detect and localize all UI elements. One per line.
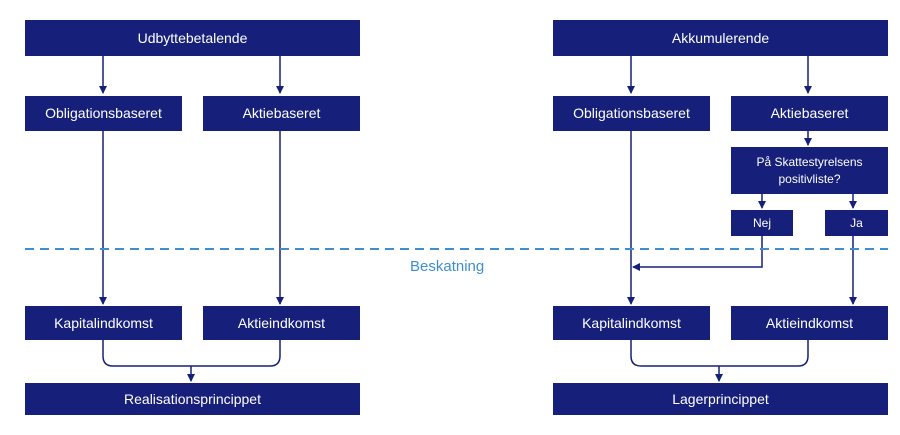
box-left-top: Udbyttebetalende [25, 20, 360, 56]
box-left-principle: Realisationsprincippet [25, 383, 360, 415]
box-left-share-income: Aktieindkomst [203, 306, 360, 340]
box-right-capital-income: Kapitalindkomst [553, 306, 710, 340]
box-right-principle: Lagerprincippet [553, 383, 888, 415]
box-left-capital-income: Kapitalindkomst [25, 306, 182, 340]
box-right-share-income: Aktieindkomst [731, 306, 888, 340]
box-right-bond: Obligationsbaseret [553, 96, 710, 131]
box-no: Nej [731, 210, 793, 236]
box-yes: Ja [825, 210, 888, 236]
taxation-label: Beskatning [410, 258, 485, 275]
bracket-right-merge [630, 340, 809, 367]
box-left-bond: Obligationsbaseret [25, 96, 182, 131]
box-right-equity: Aktiebaseret [731, 96, 888, 131]
box-positive-list-question: På Skattestyrelsens positivliste? [731, 147, 888, 194]
arrow-no-to-capital [632, 236, 763, 271]
box-left-equity: Aktiebaseret [203, 96, 360, 131]
box-right-top: Akkumulerende [553, 20, 888, 56]
bracket-left-merge [102, 340, 281, 367]
